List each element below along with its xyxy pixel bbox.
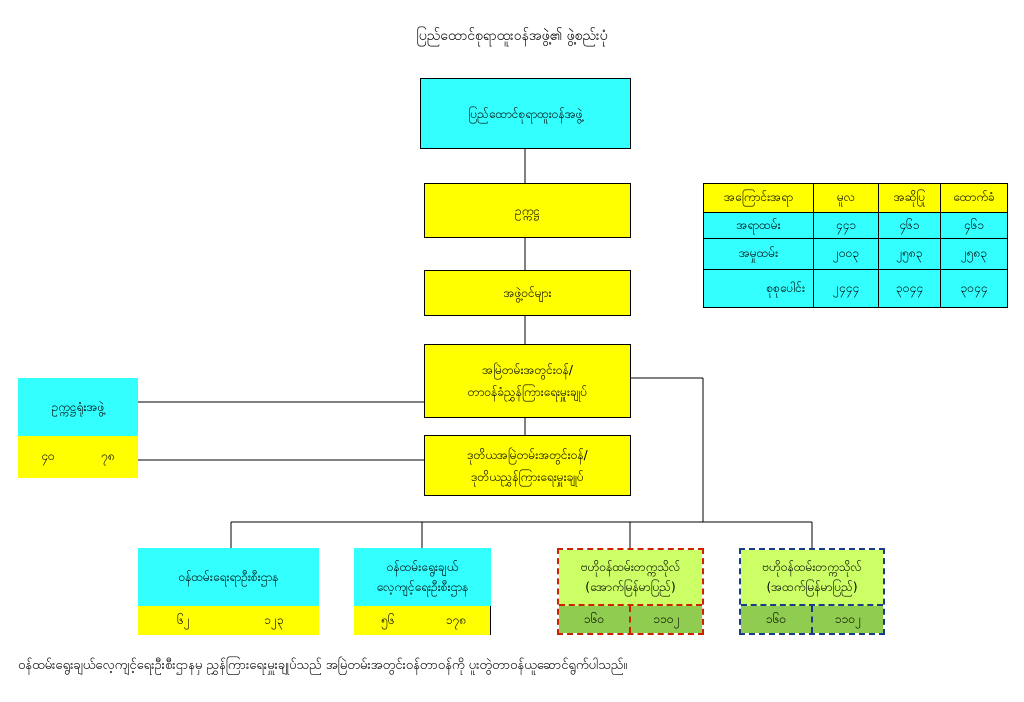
summary-row-total-proposed: ၃၀၄၄ <box>878 269 941 308</box>
node-deputy-secretary: ဒုတိယအမြဲတမ်းအတွင်းဝန်/ ဒုတိယညွှန်ကြားရေ… <box>424 435 631 496</box>
node-chairman-office: ဥက္ကဋ္ဌရုံးအဖွဲ့ ၄၀ ၇၈ <box>18 378 138 478</box>
summary-table-row: အမှုထမ်း ၂၀၀၃ ၂၅၈၃ ၂၅၈၃ <box>703 238 1008 270</box>
node-university-upper-myanmar-header: ဗဟိုဝန်ထမ်းတက္ကသိုလ် (အထက်မြန်မာပြည်) <box>741 550 883 606</box>
department-selection-training-value-officers: ၅၆ <box>354 606 423 635</box>
summary-row-staff-proposed: ၂၅၈၃ <box>878 238 941 270</box>
node-university-upper-myanmar-line1: ဗဟိုဝန်ထမ်းတက္ကသိုလ် <box>762 560 862 574</box>
university-lower-myanmar-value-officers: ၁၆၀ <box>559 606 631 633</box>
department-staff-affairs-value-officers: ၆၂ <box>138 606 230 635</box>
summary-table: အကြောင်းအရာ မူလ အဆိုပြု ထောက်ခံ အရာထမ်း … <box>703 183 1008 308</box>
summary-row-officers-label: အရာထမ်း <box>703 212 814 239</box>
summary-table-header-row: အကြောင်းအရာ မူလ အဆိုပြု ထောက်ခံ <box>703 183 1008 213</box>
node-department-selection-training: ဝန်ထမ်းရွေးချယ် လေ့ကျင့်ရေးဦးစီးဌာန ၅၆ ၁… <box>354 548 491 635</box>
node-university-lower-myanmar-line2: (အောက်မြန်မာပြည်) <box>585 580 676 594</box>
node-chairman: ဥက္ကဋ္ဌ <box>424 183 631 238</box>
node-department-staff-affairs-header: ဝန်ထမ်းရေးရာဦးစီးဌာန <box>138 548 319 607</box>
university-upper-myanmar-value-staff: ၁၁၀၂ <box>813 606 883 633</box>
summary-header-proposed: အဆိုပြု <box>878 183 941 213</box>
page-title: ပြည်ထောင်စုရာထူးဝန်အဖွဲ့၏ ဖွဲ့စည်းပုံ <box>416 28 608 44</box>
university-lower-myanmar-value-staff: ၁၁၀၂ <box>631 606 702 633</box>
node-university-upper-myanmar-line2: (အထက်မြန်မာပြည်) <box>766 580 858 594</box>
node-commission: ပြည်ထောင်စုရာထူးဝန်အဖွဲ့ <box>420 78 631 149</box>
node-department-selection-training-line1: ဝန်ထမ်းရွေးချယ် <box>386 560 459 574</box>
node-deputy-secretary-line1: ဒုတိယအမြဲတမ်းအတွင်းဝန်/ <box>467 447 588 462</box>
summary-row-staff-label: အမှုထမ်း <box>703 238 814 270</box>
node-deputy-secretary-line2: ဒုတိယညွှန်ကြားရေးမှူးချုပ် <box>471 469 584 484</box>
footer-note: ဝန်ထမ်းရွေးချယ်လေ့ကျင့်ရေးဦးစီးဌာနမှ ညွှ… <box>18 658 628 673</box>
node-commission-label: ပြည်ထောင်စုရာထူးဝန်အဖွဲ့ <box>468 106 583 121</box>
node-chairman-office-header: ဥက္ကဋ္ဌရုံးအဖွဲ့ <box>18 378 138 437</box>
node-permanent-secretary: အမြဲတမ်းအတွင်းဝန်/ တာဝန်ခံညွှန်ကြားရေးမှ… <box>424 344 631 418</box>
summary-header-original: မူလ <box>813 183 879 213</box>
chairman-office-value-officers: ၄၀ <box>18 436 79 478</box>
summary-row-total-original: ၂၄၄၄ <box>813 269 879 308</box>
node-university-upper-myanmar: ဗဟိုဝန်ထမ်းတက္ကသိုလ် (အထက်မြန်မာပြည်) ၁၆… <box>739 548 885 635</box>
node-permanent-secretary-line1: အမြဲတမ်းအတွင်းဝန်/ <box>482 363 573 377</box>
summary-row-officers-proposed: ၄၆၁ <box>878 212 941 239</box>
summary-row-officers-original: ၄၄၁ <box>813 212 879 239</box>
node-department-selection-training-header: ဝန်ထမ်းရွေးချယ် လေ့ကျင့်ရေးဦးစီးဌာန <box>354 548 491 607</box>
summary-row-staff-supported: ၂၅၈၃ <box>940 238 1008 270</box>
summary-header-supported: ထောက်ခံ <box>940 183 1008 213</box>
node-permanent-secretary-line2: တာဝန်ခံညွှန်ကြားရေးမှူးချုပ် <box>467 385 588 399</box>
summary-row-total-label: စုစုပေါင်း <box>703 269 814 308</box>
node-department-selection-training-line2: လေ့ကျင့်ရေးဦးစီးဌာန <box>376 580 469 594</box>
summary-row-officers-supported: ၄၆၁ <box>940 212 1008 239</box>
summary-row-staff-original: ၂၀၀၃ <box>813 238 879 270</box>
node-chairman-office-label: ဥက္ကဋ္ဌရုံးအဖွဲ့ <box>51 400 105 414</box>
university-upper-myanmar-value-officers: ၁၆၀ <box>741 606 813 633</box>
department-selection-training-value-staff: ၁၇၈ <box>422 606 490 635</box>
node-chairman-label: ဥက္ကဋ္ဌ <box>515 203 540 218</box>
chairman-office-value-staff: ၇၈ <box>78 436 138 478</box>
summary-row-total-supported: ၃၀၄၄ <box>940 269 1008 308</box>
node-university-lower-myanmar-header: ဗဟိုဝန်ထမ်းတက္ကသိုလ် (အောက်မြန်မာပြည်) <box>559 550 702 606</box>
department-staff-affairs-value-staff: ၁၂၃ <box>229 606 319 635</box>
node-department-staff-affairs: ဝန်ထမ်းရေးရာဦးစီးဌာန ၆၂ ၁၂၃ <box>138 548 319 635</box>
summary-header-subject: အကြောင်းအရာ <box>703 183 814 213</box>
node-department-staff-affairs-label: ဝန်ထမ်းရေးရာဦးစီးဌာန <box>178 570 279 584</box>
node-university-lower-myanmar-line1: ဗဟိုဝန်ထမ်းတက္ကသိုလ် <box>580 560 681 574</box>
summary-table-row: အရာထမ်း ၄၄၁ ၄၆၁ ၄၆၁ <box>703 212 1008 239</box>
node-members: အဖွဲ့ဝင်များ <box>424 270 631 316</box>
node-university-lower-myanmar: ဗဟိုဝန်ထမ်းတက္ကသိုလ် (အောက်မြန်မာပြည်) ၁… <box>557 548 704 635</box>
node-members-label: အဖွဲ့ဝင်များ <box>503 286 552 300</box>
summary-table-row: စုစုပေါင်း ၂၄၄၄ ၃၀၄၄ ၃၀၄၄ <box>703 269 1008 308</box>
